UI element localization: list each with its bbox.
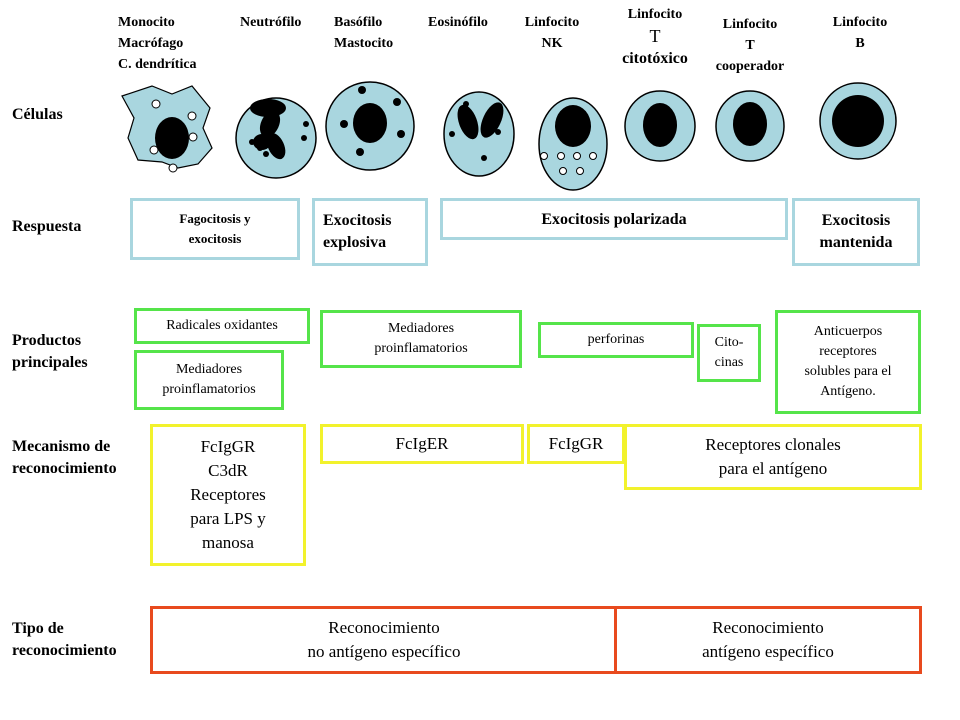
header-basofilo: Basófilo Mastocito: [334, 15, 394, 51]
mecanismo-fcigr-box: FcIgGR: [527, 424, 625, 464]
linfocito-nk-cell-icon: [538, 97, 608, 191]
productos-radicales-box: Radicales oxidantes: [134, 308, 310, 344]
row-label-mecanismo: Mecanismo de reconocimiento: [12, 438, 117, 477]
productos-mediadores-box-1: Mediadores proinflamatorios: [134, 350, 284, 410]
header-neutrofilo: Neutrófilo: [240, 15, 302, 30]
header-linfocito-t-cooperador: Linfocito T cooperador: [715, 17, 785, 74]
productos-anticuerpos-box: Anticuerpos receptores solubles para el …: [775, 310, 921, 414]
header-linfocito-b: Linfocito B: [832, 15, 888, 51]
header-linfocito-t-citotoxico: Linfocito T citotóxico: [622, 7, 688, 67]
respuesta-polarizada-box: Exocitosis polarizada: [440, 198, 788, 240]
row-label-respuesta: Respuesta: [12, 218, 82, 235]
tipo-especifico-box: Reconocimiento antígeno específico: [614, 606, 922, 674]
productos-perforinas-box: perforinas: [538, 322, 694, 358]
eosinofilo-cell-icon: [443, 91, 515, 177]
productos-mediadores-box-2: Mediadores proinflamatorios: [320, 310, 522, 368]
row-label-productos: Productos principales: [12, 332, 88, 371]
monocito-cell-icon: [121, 85, 213, 173]
linfocito-t-cooperador-cell-icon: [715, 90, 785, 162]
linfocito-b-cell-icon: [819, 82, 897, 160]
mecanismo-clonales-box: Receptores clonales para el antígeno: [624, 424, 922, 490]
cell-illustrations: [121, 81, 897, 191]
tipo-no-especifico-box: Reconocimiento no antígeno específico: [150, 606, 618, 674]
row-label-celulas: Células: [12, 106, 63, 123]
respuesta-fagocitosis-box: Fagocitosis y exocitosis: [130, 198, 300, 260]
respuesta-mantenida-box: Exocitosis mantenida: [792, 198, 920, 266]
row-label-tipo: Tipo de reconocimiento: [12, 620, 117, 659]
productos-citocinas-box: Cito- cinas: [697, 324, 761, 382]
header-eosinofilo: Eosinófilo: [428, 15, 488, 30]
linfocito-t-citotoxico-cell-icon: [624, 90, 696, 162]
mecanismo-fcier-box: FcIgER: [320, 424, 524, 464]
neutrofilo-cell-icon: [235, 97, 317, 179]
header-linfocito-nk: Linfocito NK: [524, 15, 580, 51]
mecanismo-fagocito-box: FcIgGR C3dR Receptores para LPS y manosa: [150, 424, 306, 566]
respuesta-explosiva-box: Exocitosis explosiva: [312, 198, 428, 266]
header-monocito: Monocito Macrófago C. dendrítica: [118, 15, 197, 72]
basofilo-cell-icon: [325, 81, 415, 171]
